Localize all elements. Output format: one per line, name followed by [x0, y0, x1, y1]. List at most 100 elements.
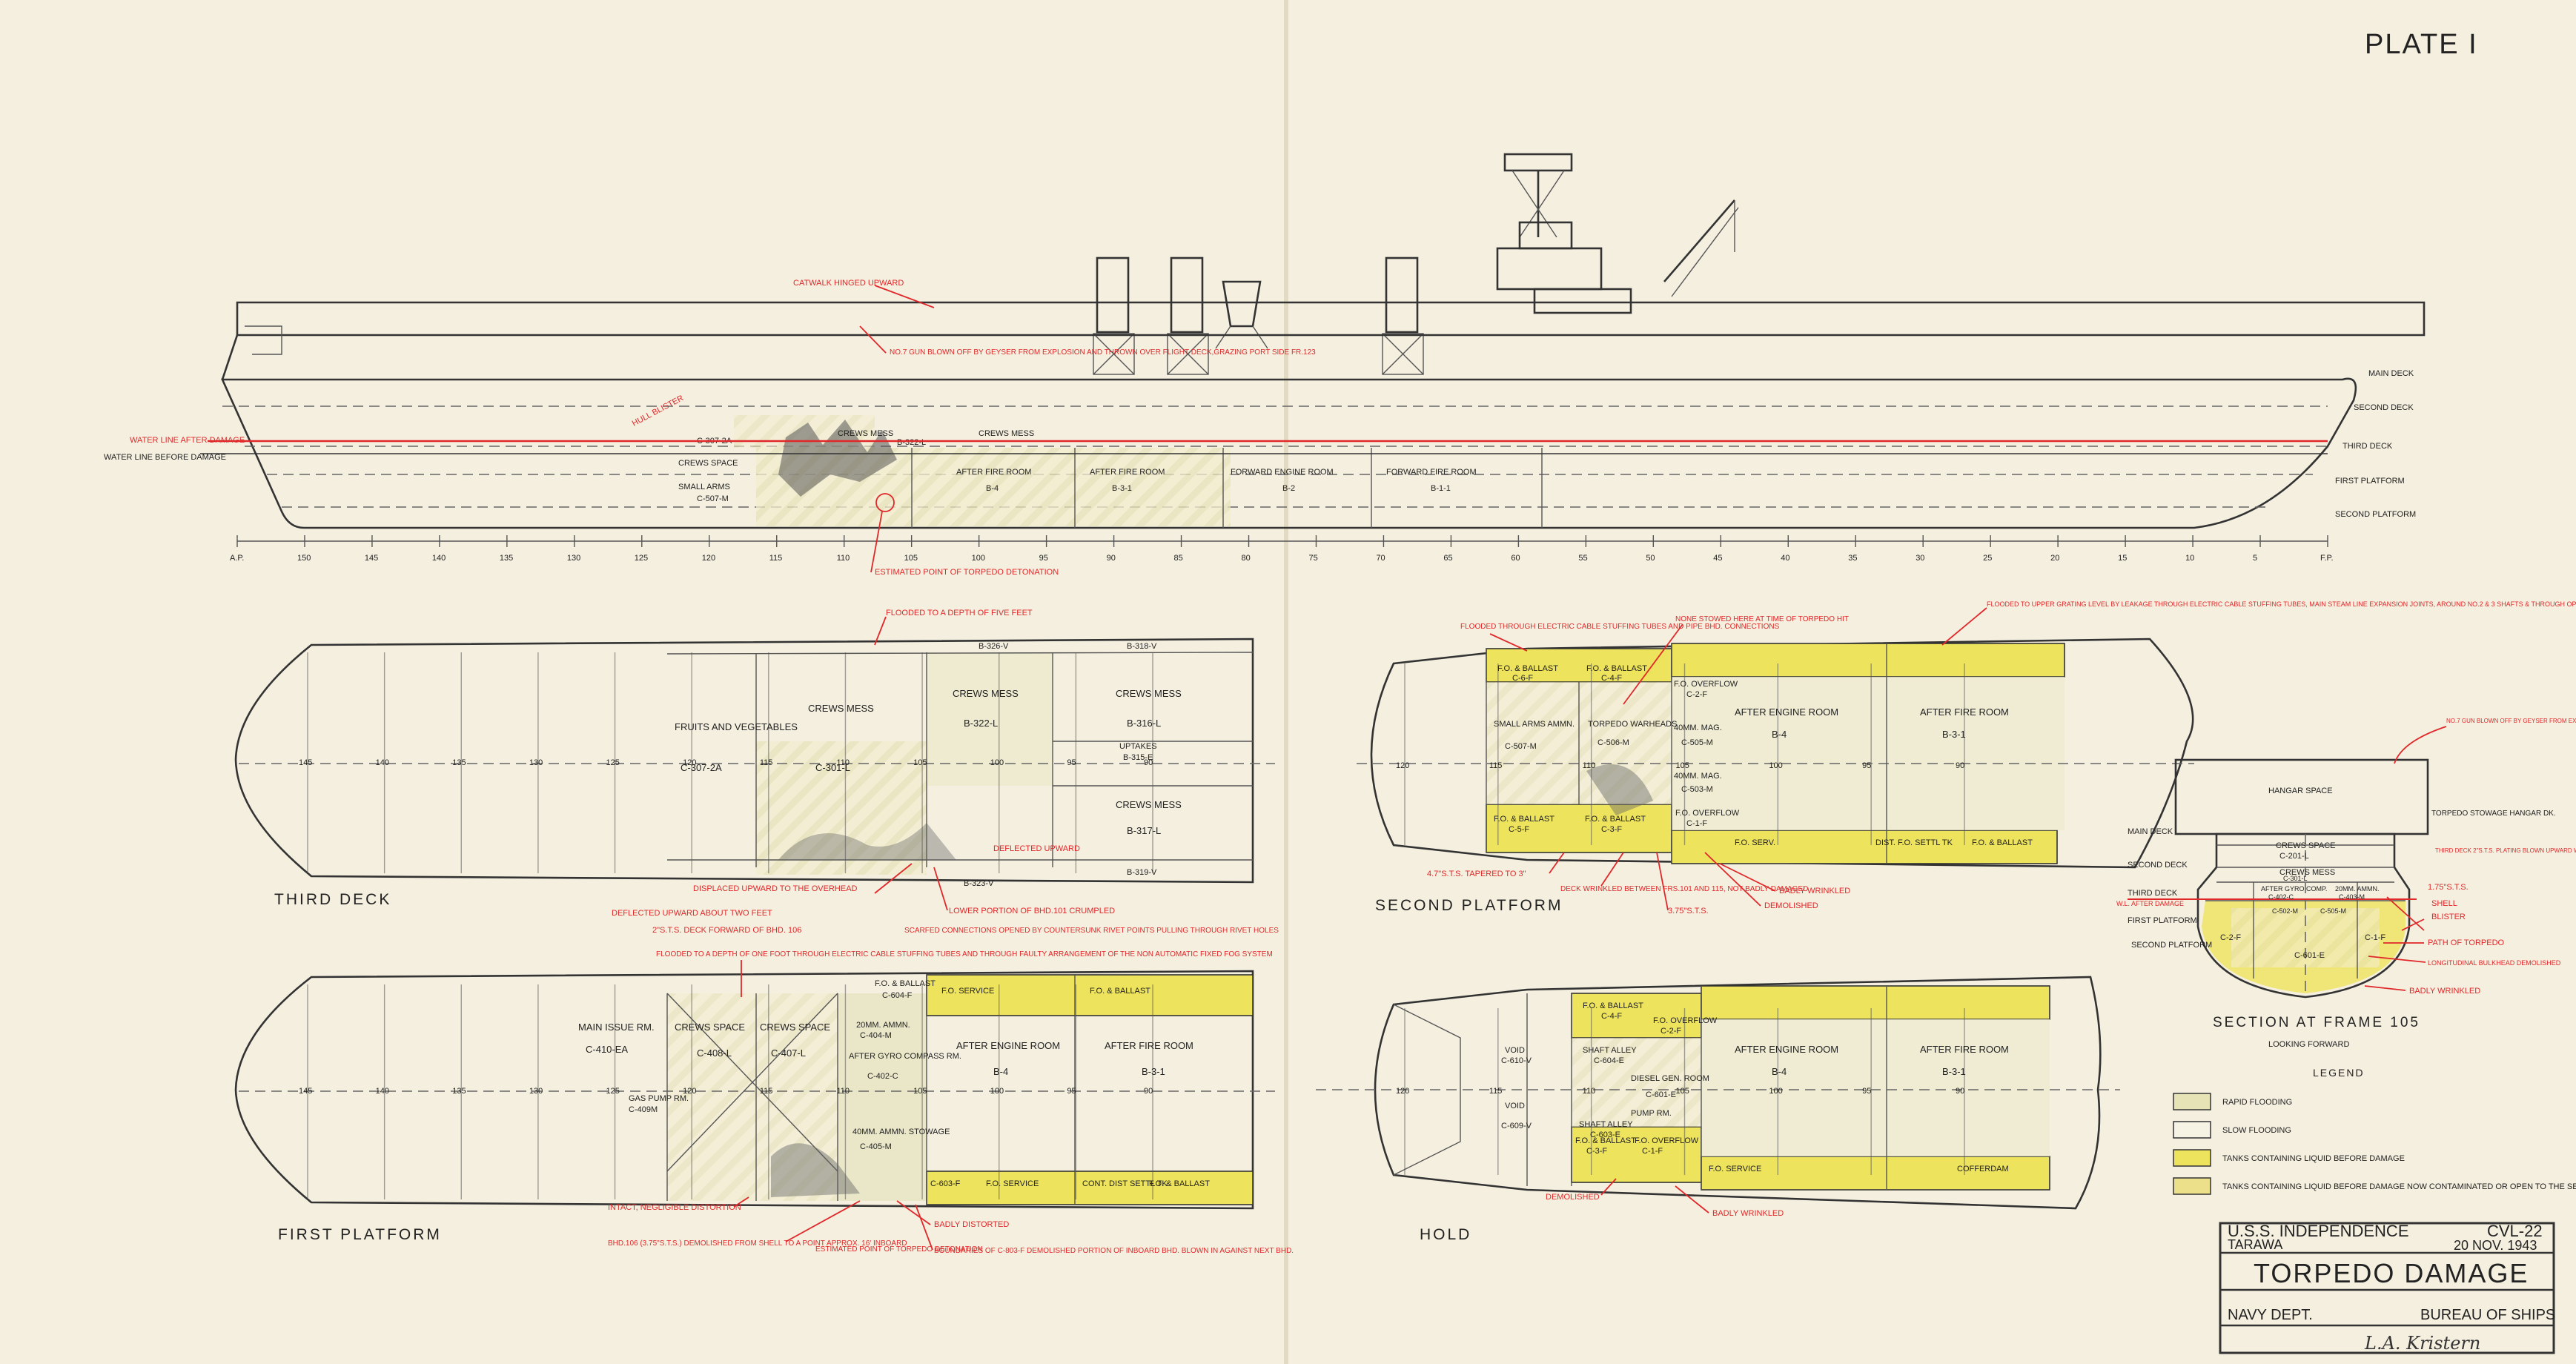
profile-label: CREWS SPACE [678, 459, 738, 468]
frame-number: 100 [1769, 761, 1782, 770]
cell-label: VOID [1505, 1102, 1525, 1110]
cell-label: 40MM. MAG. [1674, 724, 1722, 732]
section-note: TORPEDO STOWAGE HANGAR DK. [2431, 810, 2556, 818]
section-cell: 20MM. AMMN. [2335, 885, 2380, 893]
cell-label: F.O. & BALLAST [1149, 1179, 1210, 1188]
legend-label: RAPID FLOODING [2222, 1098, 2292, 1107]
legend-swatch [2173, 1093, 2211, 1110]
note-hold-wrinkled: BADLY WRINKLED [1712, 1209, 1784, 1218]
cell-label: AFTER ENGINE ROOM [956, 1040, 1060, 1051]
note-intact-distortion: INTACT, NEGLIGIBLE DISTORTION [608, 1203, 741, 1212]
note-flooded-one-foot: FLOODED TO A DEPTH OF ONE FOOT THROUGH E… [656, 950, 1273, 959]
cell-label: C-603-E [1590, 1130, 1620, 1139]
frame-number: 120 [702, 554, 715, 563]
cell-label: B-323-V [964, 879, 994, 888]
cell-label: FRUITS AND VEGETABLES [675, 721, 798, 732]
cell-label: CREWS MESS [953, 688, 1019, 699]
frame-number: 110 [1583, 761, 1596, 770]
frame-number: 95 [1862, 1087, 1871, 1096]
frame-number: 110 [837, 554, 850, 563]
frame-number: 95 [1039, 554, 1048, 563]
note-deck-wrinkled: DECK WRINKLED BETWEEN FRS.101 AND 115, N… [1560, 885, 1808, 893]
section-note: LONGITUDINAL BULKHEAD DEMOLISHED [2428, 959, 2561, 967]
frame-number: 80 [1242, 554, 1251, 563]
legend-swatch [2173, 1177, 2211, 1195]
frame-number: 105 [904, 554, 918, 563]
section-note: BADLY WRINKLED [2409, 987, 2480, 996]
profile-view: AFTER FIRE ROOM B-4 AFTER FIRE ROOM B-3-… [104, 153, 2426, 577]
cell-label: DIST. F.O. SETTL TK [1875, 838, 1953, 847]
profile-label: C-507-M [697, 494, 729, 503]
frame-number: 110 [836, 758, 850, 767]
frame-number: 120 [683, 1087, 696, 1096]
frame-number: 115 [769, 554, 783, 563]
cell-label: B-319-V [1127, 868, 1157, 877]
cell-label: C-307-2A [681, 762, 722, 773]
cell-label: C-1-F [1686, 819, 1707, 828]
cell-label: F.O. OVERFLOW [1674, 680, 1738, 689]
cell-label: C-3-F [1586, 1147, 1607, 1156]
note-flooded-cable-tubes: FLOODED THROUGH ELECTRIC CABLE STUFFING … [1460, 623, 1780, 631]
cell-label: F.O. SERV. [1735, 838, 1775, 847]
cell-label: F.O. & BALLAST [875, 979, 936, 988]
cell-label: B-3-1 [1942, 1066, 1966, 1077]
note-sts-tapered: 4.7"S.T.S. TAPERED TO 3" [1427, 870, 1526, 878]
cell-label: COFFERDAM [1957, 1165, 2009, 1173]
section-level: THIRD DECK [2128, 889, 2178, 898]
cell-label: CONT. DIST SETTL TK [1082, 1179, 1168, 1188]
flight-deck [236, 301, 2426, 337]
cell-label: F.O. & BALLAST [1575, 1136, 1636, 1145]
cell-label: SMALL ARMS AMMN. [1494, 720, 1575, 729]
note-torpedo-detonation: ESTIMATED POINT OF TORPEDO DETONATION [875, 568, 1059, 577]
profile-comp-name: AFTER FIRE ROOM [956, 468, 1031, 477]
legend-label: SLOW FLOODING [2222, 1126, 2291, 1135]
cell-label: F.O. OVERFLOW [1635, 1136, 1699, 1145]
legend-swatch [2173, 1149, 2211, 1167]
profile-comp-name: FORWARD ENGINE ROOM [1231, 468, 1334, 477]
cell-label: F.O. SERVICE [986, 1179, 1039, 1188]
frame-number: 105 [1676, 1087, 1689, 1096]
cell-label: C-604-E [1594, 1056, 1624, 1065]
frame-number: 145 [299, 1087, 312, 1096]
frame-number: A.P. [230, 554, 244, 563]
cell-label: SHAFT ALLEY [1579, 1120, 1633, 1129]
waterline-after-label: WATER LINE AFTER DAMAGE [130, 436, 245, 445]
note-badly-distorted: BADLY DISTORTED [934, 1220, 1009, 1229]
cell-label: C-404-M [860, 1031, 892, 1040]
frame-number: 95 [1862, 761, 1871, 770]
plate-number: PLATE I [2365, 29, 2478, 60]
section-cell: C-505-M [2320, 907, 2346, 915]
frame-number: 135 [452, 1087, 466, 1096]
cell-label: C-609-V [1501, 1122, 1532, 1130]
profile-label: SMALL ARMS [678, 483, 730, 491]
deck-label: SECOND DECK [2354, 403, 2414, 412]
frame-number: 115 [760, 1087, 773, 1096]
frame-number: 115 [1489, 1087, 1503, 1096]
profile-comp-name: FORWARD FIRE ROOM [1386, 468, 1477, 477]
deck-label: FIRST PLATFORM [2335, 477, 2405, 486]
cell-label: 40MM. AMMN. STOWAGE [852, 1128, 950, 1136]
cell-label: C-405-M [860, 1142, 892, 1151]
profile-comp-name: CREWS MESS [979, 429, 1034, 438]
frame-number: 125 [606, 1087, 620, 1096]
frame-number: 100 [990, 758, 1004, 767]
frame-number: 100 [972, 554, 985, 563]
section-cell: C-301-L [2283, 875, 2308, 882]
cell-label: SHAFT ALLEY [1583, 1046, 1637, 1055]
cell-label: F.O. & BALLAST [1494, 815, 1554, 824]
cell-label: C-601-E [1646, 1090, 1676, 1099]
cell-label: CREWS MESS [1116, 688, 1182, 699]
note-hold-demolished: DEMOLISHED [1546, 1193, 1600, 1202]
note-hull-blister: HULL BLISTER [631, 394, 685, 428]
frame-number: 30 [1916, 554, 1924, 563]
note-catwalk: CATWALK HINGED UPWARD [793, 279, 904, 288]
frame-number: 140 [376, 1087, 389, 1096]
third-deck-title: THIRD DECK [274, 891, 391, 908]
cell-label: C-506-M [1597, 738, 1629, 747]
cell-label: C-6-F [1512, 674, 1533, 683]
frame-number: 115 [760, 758, 773, 767]
frame-number: 105 [913, 758, 927, 767]
